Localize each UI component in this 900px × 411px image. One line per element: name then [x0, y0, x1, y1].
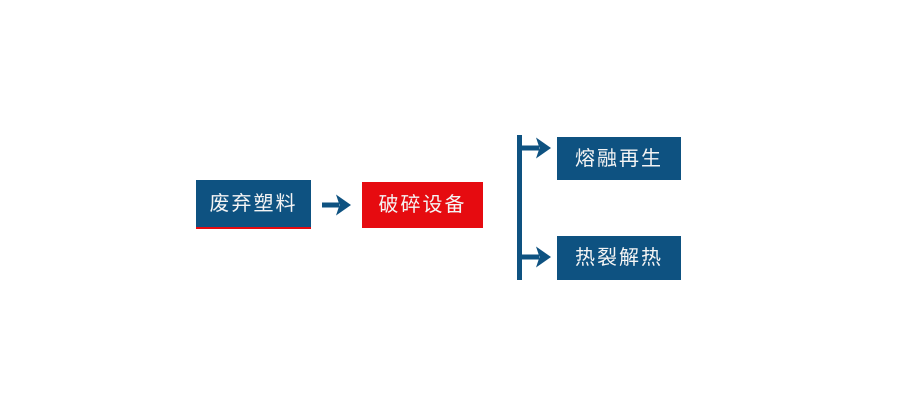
node-waste-plastic: 废弃塑料 — [196, 180, 311, 229]
node-pyrolysis-label: 热裂解热 — [575, 247, 663, 269]
arrow-right-icon — [322, 194, 351, 216]
branch-connector-line — [517, 135, 522, 280]
node-melt-regeneration: 熔融再生 — [557, 137, 681, 180]
node-crushing-equipment: 破碎设备 — [362, 182, 483, 228]
branch-arrow-bottom-icon — [522, 246, 551, 268]
node-melt-regeneration-label: 熔融再生 — [575, 147, 663, 170]
branch-arrow-top-icon — [522, 137, 551, 159]
node-crushing-equipment-label: 破碎设备 — [378, 194, 467, 216]
node-pyrolysis: 热裂解热 — [557, 236, 681, 280]
node-waste-plastic-label: 废弃塑料 — [209, 192, 298, 215]
